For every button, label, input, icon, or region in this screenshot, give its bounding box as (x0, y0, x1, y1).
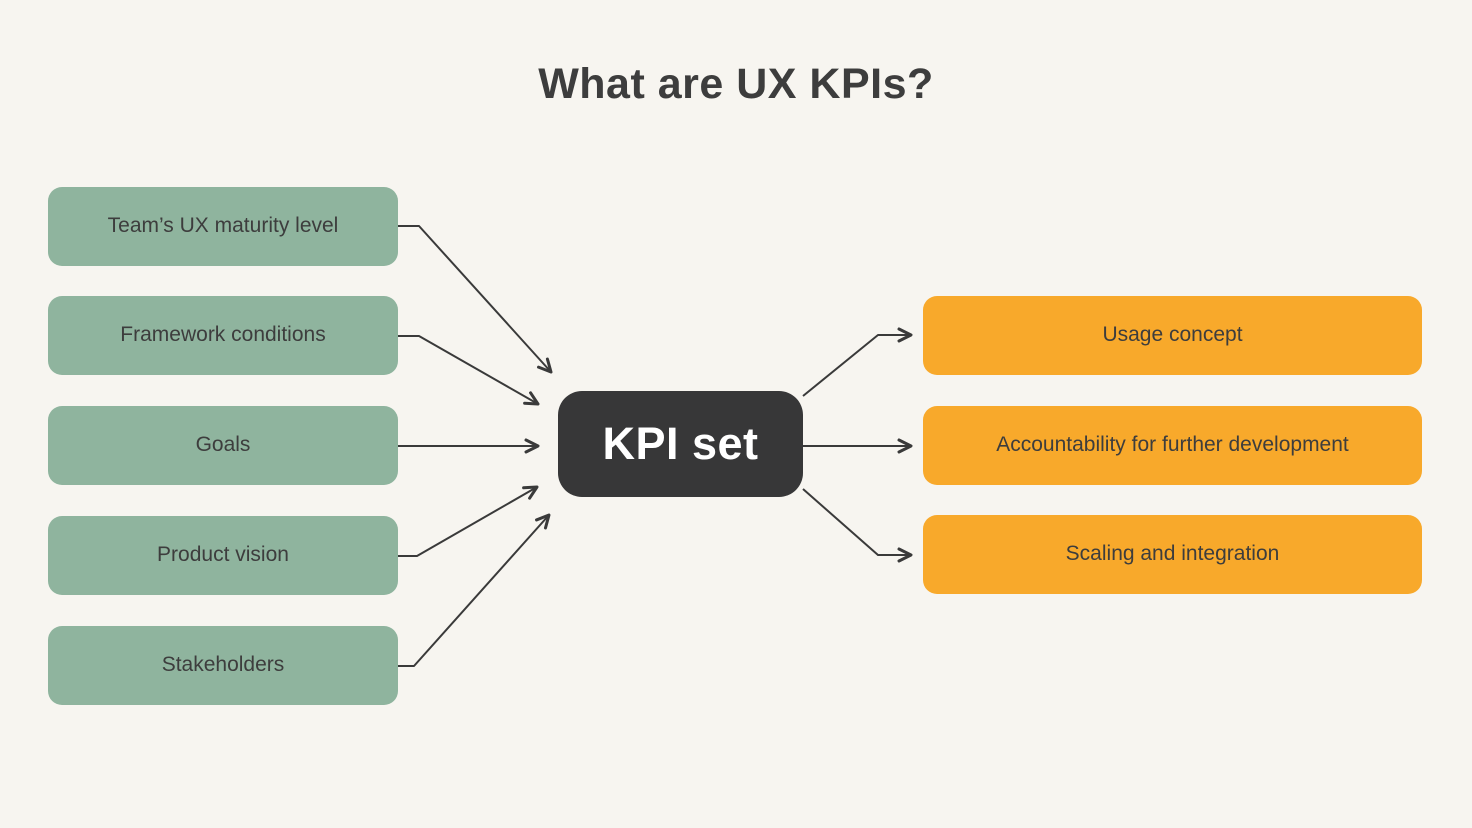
output-node-label: Usage concept (1102, 323, 1243, 347)
input-node-goals: Goals (48, 406, 398, 485)
input-node-team-ux-maturity-level: Team’s UX maturity level (48, 187, 398, 266)
connector-stakeholders-to-kpi (398, 513, 551, 667)
center-node-label: KPI set (602, 417, 759, 469)
connector-product-vision-to-kpi (398, 485, 539, 557)
output-node-usage-concept: Usage concept (923, 296, 1422, 375)
input-node-label: Framework conditions (120, 323, 326, 347)
output-node-label: Scaling and integration (1065, 542, 1280, 566)
center-node-kpi-set: KPI set (558, 391, 803, 497)
input-node-stakeholders: Stakeholders (48, 626, 398, 705)
page-title: What are UX KPIs? (538, 60, 934, 108)
connector-team-ux-maturity-to-kpi (398, 225, 553, 374)
output-node-label: Accountability for further development (996, 433, 1349, 457)
output-node-scaling-integration: Scaling and integration (923, 515, 1422, 594)
input-node-product-vision: Product vision (48, 516, 398, 595)
connector-kpi-to-usage-concept (802, 327, 913, 397)
input-node-label: Stakeholders (161, 653, 285, 677)
connector-kpi-to-scaling (802, 488, 913, 563)
output-node-accountability: Accountability for further development (923, 406, 1422, 485)
input-node-label: Team’s UX maturity level (107, 214, 339, 238)
input-node-label: Goals (195, 433, 251, 457)
connector-framework-conditions-to-kpi (398, 335, 540, 406)
input-node-label: Product vision (157, 543, 289, 567)
input-node-framework-conditions: Framework conditions (48, 296, 398, 375)
